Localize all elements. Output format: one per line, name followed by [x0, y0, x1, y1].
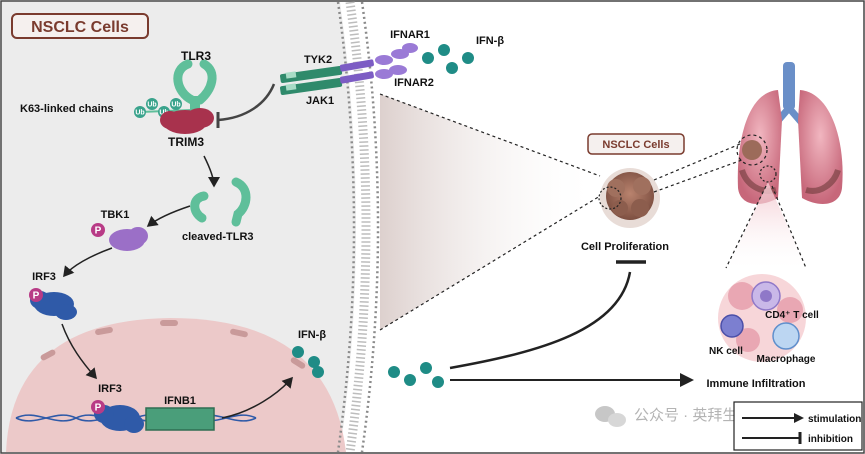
wechat-icon: [595, 406, 626, 427]
cell-title: NSCLC Cells: [31, 19, 129, 36]
ifnar-receptor: [339, 43, 418, 84]
ifnb-inhibits-proliferation-line: [449, 271, 632, 370]
p-label-irf3-cyto: P: [33, 291, 40, 302]
immune-zoom-line-right: [771, 185, 807, 269]
immune-cell-cluster: [718, 274, 806, 362]
legend-stimulation-label: stimulation: [808, 414, 861, 425]
arrow-gene-to-ifnb: [221, 376, 293, 419]
irf3-nucleus: [94, 405, 144, 433]
tbk1-label: TBK1: [101, 209, 130, 221]
ifnb1-gene: [145, 407, 215, 431]
tumor-mass: [598, 168, 660, 228]
arrow-tbk1-to-irf3: [63, 247, 113, 278]
tumor-title-box: [587, 133, 685, 155]
macrophage-label: Macrophage: [757, 354, 816, 365]
cleaved-tlr3-label: cleaved-TLR3: [182, 231, 254, 243]
nuclear-pores: [40, 320, 306, 369]
ub-label-1: Ub: [135, 110, 144, 117]
nucleus: [6, 318, 346, 452]
zoom-cone: [380, 94, 600, 330]
arrow-irf3-to-nucleus: [61, 323, 97, 380]
irf3-nuc-phospho: [91, 400, 105, 414]
p-label-irf3-nuc: P: [95, 403, 102, 414]
ifnar1-label: IFNAR1: [390, 29, 430, 41]
legend-inhibition-label: inhibition: [808, 434, 853, 445]
tyk2-jak1-complex: [280, 65, 343, 96]
ub-label-4: Ub: [171, 102, 180, 109]
zoom-line-bottom: [379, 195, 601, 331]
watermark-text: 公众号 · 英拜生物: [634, 406, 752, 424]
cleaved-tlr3: [190, 177, 251, 227]
cell-title-box: [11, 13, 149, 39]
ifnb-intracellular: [292, 346, 324, 378]
arrow-trim3-to-cleaved: [203, 155, 220, 188]
tlr3-label: TLR3: [181, 49, 211, 63]
cd4-t-cell-label: CD4⁺ T cell: [765, 310, 819, 321]
ifnar2-label: IFNAR2: [394, 77, 434, 89]
ifnb-extracellular-bottom: [388, 362, 444, 388]
tbk1-phospho: [91, 223, 105, 237]
irf3-cyto-phospho: [29, 288, 43, 302]
legend-stimulation-arrowhead: [794, 413, 804, 423]
tlr3-receptor: [173, 59, 217, 110]
stimulation-arrow-head: [680, 373, 694, 387]
jak1-label: JAK1: [306, 95, 334, 107]
p-label-tbk1: P: [95, 226, 102, 237]
ifnar-inhibits-trim3-line: [217, 83, 276, 122]
ifnb-top-label: IFN-β: [476, 35, 504, 47]
trim3-protein: [160, 108, 214, 134]
immune-infiltration-label: Immune Infiltration: [707, 378, 806, 390]
lung-zoom-line-2: [653, 159, 743, 193]
tyk2-label: TYK2: [304, 54, 332, 66]
irf3-cyto-label: IRF3: [32, 271, 56, 283]
irf3-nuc-label: IRF3: [98, 383, 122, 395]
immune-zoom-cone: [726, 182, 808, 272]
legend-box: [733, 401, 863, 451]
ifnb-extracellular-top: [422, 44, 474, 74]
cell-proliferation-label: Cell Proliferation: [581, 241, 669, 253]
tumor-title: NSCLC Cells: [602, 139, 669, 151]
lungs: [736, 62, 843, 204]
trim3-label: TRIM3: [168, 135, 204, 149]
ifnb-bottom-label: IFN-β: [298, 329, 326, 341]
ub-label-2: Ub: [147, 102, 156, 109]
k63-label: K63-linked chains: [20, 103, 114, 115]
arrow-cleaved-to-tbk1: [146, 205, 191, 227]
ifnb1-label: IFNB1: [164, 395, 196, 407]
tbk1-protein: [109, 227, 148, 251]
nk-cell-label: NK cell: [709, 346, 743, 357]
